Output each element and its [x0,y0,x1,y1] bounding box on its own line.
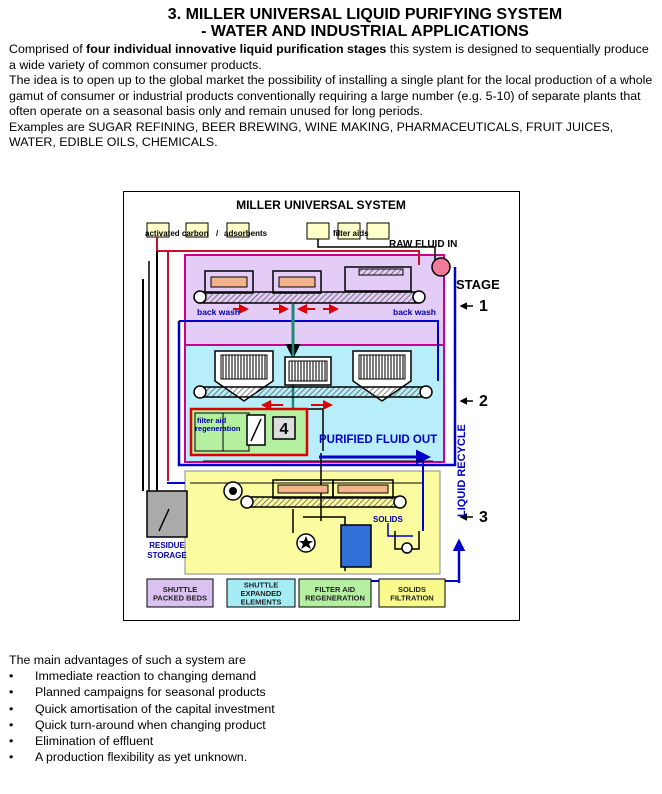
miller-system-diagram: MILLER UNIVERSAL SYSTEM activated carbon… [123,191,520,621]
legend-label: PACKED BEDS [153,593,207,602]
regeneration-tank-b [222,412,250,452]
raw-fluid-in-label: RAW FLUID IN [389,239,457,250]
intro-text: Comprised of four individual innovative … [9,42,657,151]
filter-aid-regen-label-1: filter aid [197,416,227,425]
intro-paragraph-3: Examples are SUGAR REFINING, BEER BREWIN… [9,119,614,150]
advantage-item: Immediate reaction to changing demand [9,668,649,684]
advantage-item: Quick amortisation of the capital invest… [9,701,649,717]
slash-label: / [216,229,219,238]
residue-label: RESIDUE [149,541,185,550]
stage-1-packed-beds [193,266,426,304]
purified-fluid-out-label: PURIFIED FLUID OUT [319,434,437,446]
legend-label: EXPANDED [240,589,282,598]
mixer-paddle [250,418,262,442]
page-title-line-1: 3. MILLER UNIVERSAL LIQUID PURIFYING SYS… [167,6,563,23]
intro-paragraph-1: Comprised of four individual innovative … [9,42,657,73]
residue-mixer-paddle [158,508,170,532]
solids-label: SOLIDS [373,515,403,524]
filter-aids-label: filter aids [333,229,369,238]
storage-label: STORAGE [147,551,187,560]
filter-aid-regen-label-2: regeneration [195,424,241,433]
liquid-recycle-label: LIQUID RECYCLE [456,424,468,517]
stage-1-number: 1 [479,298,488,315]
page-title-line-2: - WATER AND INDUSTRIAL APPLICATIONS [201,23,529,40]
stage-4-box [272,416,296,440]
advantage-item: Planned campaigns for seasonal products [9,684,649,700]
intro-p1-lead: Comprised of [9,42,87,56]
diagram-title: MILLER UNIVERSAL SYSTEM [236,198,406,212]
activated-carbon-label: activated carbon [145,229,209,238]
intro-paragraph-2: The idea is to open up to the global mar… [9,73,653,118]
legend-label: SHUTTLE [163,585,198,594]
legend-label: SOLIDS [398,585,426,594]
legend-swatch [146,578,214,608]
stage-2-expanded-elements [193,350,433,402]
legend-swatch [226,578,296,608]
legend-label: ELEMENTS [241,598,282,607]
back-wash-right-label: back wash [393,307,436,317]
advantages-list: Immediate reaction to changing demand Pl… [9,668,649,765]
advantage-item: Elimination of effluent [9,733,649,749]
back-wash-left-label: back wash [197,307,240,317]
adsorbents-label: adsorbents [224,229,268,238]
legend-label: SHUTTLE [244,581,279,590]
advantages-section: The main advantages of such a system are… [9,652,649,766]
regeneration-tank-a [194,412,224,452]
stage-2-number: 2 [479,393,488,410]
legend-swatch [298,578,372,608]
legend-label: REGENERATION [305,593,365,602]
legend-label: FILTRATION [390,593,433,602]
adsorbent-hoppers [146,222,390,240]
raw-fluid-inlet-pump-icon [431,257,451,277]
advantage-item: Quick turn-around when changing product [9,717,649,733]
intro-p1-rest: this system is designed to sequentially … [9,42,649,72]
stage-4-number: 4 [280,421,289,438]
advantage-item: A production flexibility as yet unknown. [9,749,649,765]
stage-label: STAGE [456,277,500,292]
intro-p1-bold: four individual innovative liquid purifi… [86,42,387,56]
legend-label: FILTER AID [315,585,356,594]
legend-swatch [378,578,446,608]
stage-3-solids-filtration [223,479,420,568]
stage-3-number: 3 [479,509,488,526]
advantages-heading: The main advantages of such a system are [9,653,246,667]
